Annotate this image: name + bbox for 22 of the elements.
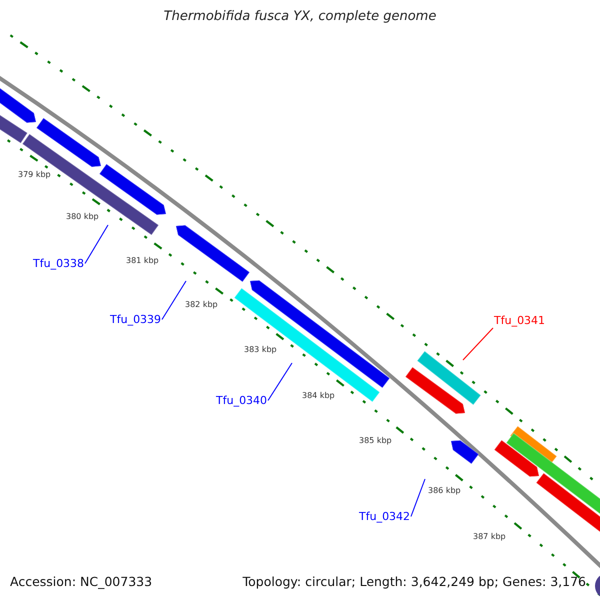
scale-label: 379 kbp [18,170,51,180]
leader-line [162,280,186,320]
leader-line [268,362,292,401]
accession-label: Accession: NC_007333 [10,574,152,589]
scale-label: 382 kbp [185,300,218,310]
gene-label: Tfu_0339 [110,313,162,326]
scale-label: 381 kbp [126,256,159,266]
scale-label: 384 kbp [302,391,335,401]
scale-label: 386 kbp [428,486,461,496]
leader-line [462,328,494,360]
gene-label: Tfu_0340 [216,394,268,407]
gene-label: Tfu_0341 [494,314,546,327]
scale-label: 383 kbp [244,345,277,355]
gene-label: Tfu_0338 [33,257,84,270]
title: Thermobifida fusca YX, complete genome [162,9,438,24]
gene-label: Tfu_0342 [359,510,410,523]
leader-line [84,224,108,264]
leader-line [410,478,426,517]
scale-label: 387 kbp [473,532,506,542]
scale-label: 385 kbp [359,436,392,446]
scale-label: 380 kbp [66,212,99,222]
genome-summary: Topology: circular; Length: 3,642,249 bp; Genes: 3,176 [242,574,586,589]
